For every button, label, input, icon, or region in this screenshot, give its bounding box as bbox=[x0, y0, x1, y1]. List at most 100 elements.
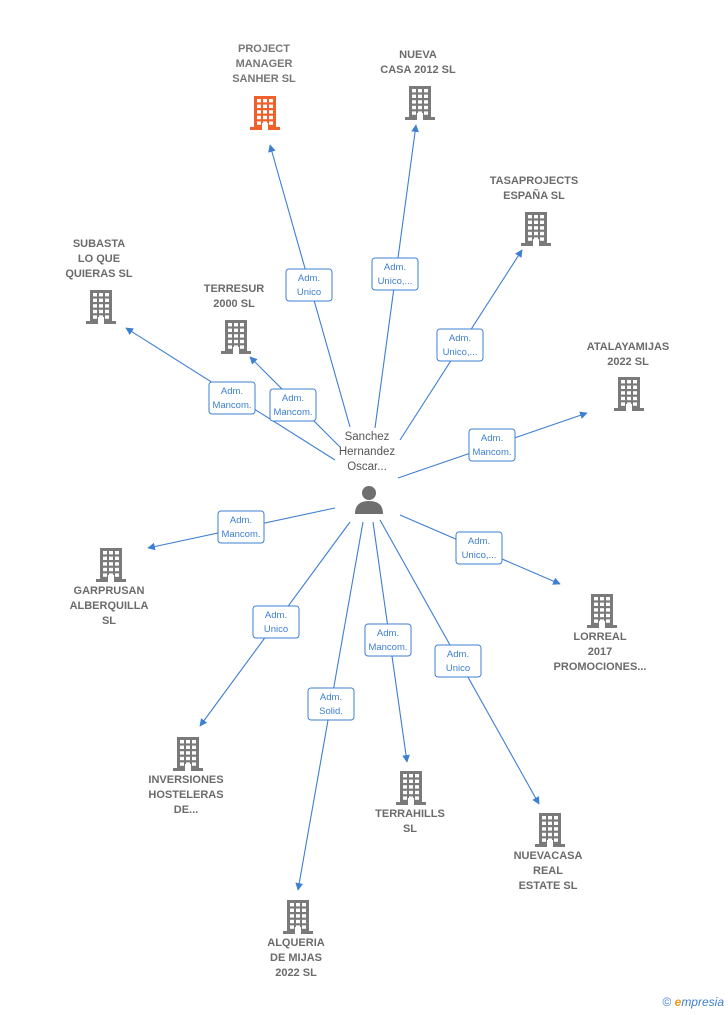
brand-logo-text: mpresia bbox=[681, 995, 724, 1009]
role-text-line: Adm. bbox=[230, 515, 252, 526]
company-name-line: DE MIJAS bbox=[270, 952, 322, 964]
role-badge[interactable]: Adm.Mancom. bbox=[208, 381, 256, 415]
building-icon[interactable] bbox=[405, 86, 435, 120]
company-name-terrahills[interactable]: TERRAHILLS SL bbox=[375, 808, 445, 835]
role-badge[interactable]: Adm.Unico,... bbox=[436, 328, 484, 362]
company-name-line: ESTATE SL bbox=[519, 880, 578, 892]
company-name-line: PROJECT bbox=[238, 43, 290, 55]
role-text: Adm.Solid. bbox=[319, 692, 343, 717]
role-text-line: Adm. bbox=[449, 333, 471, 344]
role-text: Adm.Unico,... bbox=[462, 536, 497, 561]
role-badge[interactable]: Adm. Mancom. bbox=[364, 623, 412, 657]
role-text: Adm.Mancom. bbox=[212, 386, 251, 411]
company-name-line: SL bbox=[102, 615, 116, 627]
role-text: Adm.Unico,... bbox=[443, 333, 478, 358]
brand-logo-initial: e bbox=[674, 995, 682, 1009]
person-name-line: Sanchez bbox=[345, 431, 390, 443]
role-badge[interactable]: Adm. Unico bbox=[285, 268, 333, 302]
role-text: Adm. Unico bbox=[297, 273, 321, 298]
company-name-line: HOSTELERAS bbox=[148, 789, 223, 801]
role-text: Adm.Unico bbox=[446, 649, 470, 674]
role-text-line: Adm. bbox=[447, 649, 469, 660]
role-badge[interactable]: Adm.Unico bbox=[434, 644, 482, 678]
building-icon[interactable] bbox=[96, 548, 126, 582]
company-name-line: INVERSIONES bbox=[148, 774, 223, 786]
building-icon[interactable] bbox=[283, 900, 313, 934]
role-text-line: Unico,... bbox=[378, 276, 413, 287]
copyright-symbol: © bbox=[662, 995, 672, 1009]
role-text-line: Solid. bbox=[319, 706, 343, 717]
company-name-line: TERRESUR bbox=[204, 283, 265, 295]
role-text-line: Mancom. bbox=[368, 642, 407, 653]
role-badge[interactable]: Adm.Solid. bbox=[307, 687, 355, 721]
person-icon[interactable] bbox=[355, 486, 383, 514]
role-text: Adm. Unico,... bbox=[378, 262, 413, 287]
role-badge[interactable]: Adm.Mancom. bbox=[468, 428, 516, 462]
company-name-line: SUBASTA bbox=[73, 238, 125, 250]
role-badge[interactable]: Adm.Mancom. bbox=[269, 388, 317, 422]
role-text-line: Unico,... bbox=[462, 550, 497, 561]
role-badge[interactable]: Adm. Unico,... bbox=[371, 257, 419, 291]
company-name-inversiones-hosteleras[interactable]: INVERSIONES HOSTELERAS DE... bbox=[148, 774, 223, 816]
building-icon[interactable] bbox=[221, 320, 251, 354]
role-text-line: Unico bbox=[264, 624, 288, 635]
company-name-line: 2022 SL bbox=[275, 967, 317, 979]
company-name-line: 2017 bbox=[588, 646, 612, 658]
company-name-nueva-casa-2012[interactable]: NUEVA CASA 2012 SL bbox=[380, 49, 456, 76]
building-icon[interactable] bbox=[614, 377, 644, 411]
building-icon[interactable] bbox=[86, 290, 116, 324]
company-name-line: 2000 SL bbox=[213, 298, 255, 310]
role-text-line: Mancom. bbox=[212, 400, 251, 411]
role-text: Adm.Mancom. bbox=[273, 393, 312, 418]
company-name-atalayamijas-2022[interactable]: ATALAYAMIJAS 2022 SL bbox=[587, 341, 670, 368]
building-icon[interactable] bbox=[396, 771, 426, 805]
company-name-line: NUEVACASA bbox=[514, 850, 583, 862]
role-text-line: Mancom. bbox=[221, 529, 260, 540]
company-name-line: REAL bbox=[533, 865, 563, 877]
company-name-line: PROMOCIONES... bbox=[554, 661, 647, 673]
role-text: Adm. Mancom. bbox=[368, 628, 407, 653]
company-name-line: QUIERAS SL bbox=[65, 268, 133, 280]
company-name-line: SL bbox=[403, 823, 417, 835]
company-name-line: ALBERQUILLA bbox=[70, 600, 149, 612]
company-name-nuevacasa-real-estate[interactable]: NUEVACASA REAL ESTATE SL bbox=[514, 850, 583, 892]
role-text: Adm. Unico bbox=[264, 610, 288, 635]
company-name-line: CASA 2012 SL bbox=[380, 64, 456, 76]
role-badge[interactable]: Adm. Mancom. bbox=[217, 510, 265, 544]
role-text-line: Adm. bbox=[481, 433, 503, 444]
company-name-line: LORREAL bbox=[573, 631, 626, 643]
building-icon[interactable] bbox=[535, 813, 565, 847]
company-name-garprusan-alberquilla[interactable]: GARPRUSAN ALBERQUILLA SL bbox=[70, 585, 149, 627]
company-name-line: ATALAYAMIJAS bbox=[587, 341, 670, 353]
company-name-line: NUEVA bbox=[399, 49, 437, 61]
company-name-line: TERRAHILLS bbox=[375, 808, 445, 820]
company-name-line: GARPRUSAN bbox=[74, 585, 145, 597]
building-icon[interactable] bbox=[173, 737, 203, 771]
building-icon[interactable] bbox=[587, 594, 617, 628]
building-icon[interactable] bbox=[521, 212, 551, 246]
role-text-line: Adm. bbox=[265, 610, 287, 621]
role-text-line: Adm. bbox=[377, 628, 399, 639]
person-name-line: Hernandez bbox=[339, 446, 396, 458]
role-text-line: Adm. bbox=[298, 273, 320, 284]
company-name-line: MANAGER bbox=[236, 58, 293, 70]
company-name-alqueria-de-mijas[interactable]: ALQUERIA DE MIJAS 2022 SL bbox=[267, 937, 325, 979]
company-name-line: 2022 SL bbox=[607, 356, 649, 368]
role-text: Adm.Mancom. bbox=[472, 433, 511, 458]
company-name-terresur-2000[interactable]: TERRESUR 2000 SL bbox=[204, 283, 265, 310]
role-text-line: Adm. bbox=[282, 393, 304, 404]
company-name-line: DE... bbox=[174, 804, 198, 816]
role-badge[interactable]: Adm. Unico bbox=[252, 605, 300, 639]
role-badge[interactable]: Adm.Unico,... bbox=[455, 531, 503, 565]
company-name-line: ALQUERIA bbox=[267, 937, 325, 949]
role-text-line: Unico bbox=[297, 287, 321, 298]
building-icon[interactable] bbox=[250, 96, 280, 130]
person-name-line: Oscar... bbox=[347, 461, 387, 473]
role-text-line: Adm. bbox=[384, 262, 406, 273]
